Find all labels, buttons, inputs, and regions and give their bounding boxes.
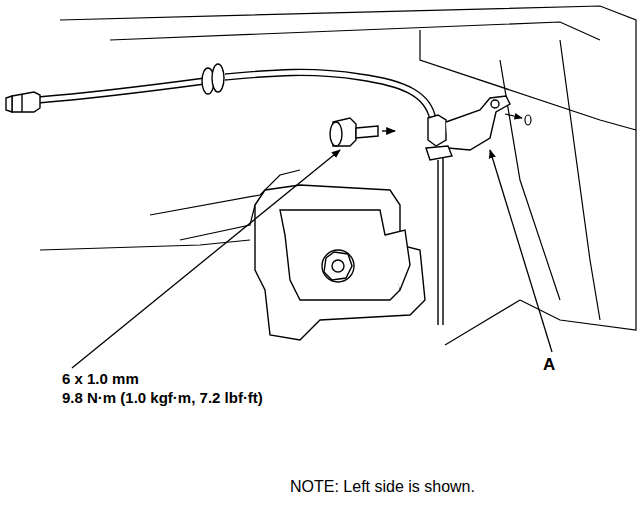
background-body	[40, 6, 636, 345]
washer	[505, 114, 531, 125]
torque-spec: 9.8 N·m (1.0 kgf·m, 7.2 lbf·ft)	[62, 389, 263, 406]
leader-lines	[72, 150, 552, 368]
grommet	[202, 64, 224, 94]
wire-harness	[38, 69, 436, 120]
callout-letter: A	[543, 355, 555, 375]
knuckle	[255, 185, 425, 340]
sensor-bracket	[426, 96, 510, 325]
connector	[6, 92, 40, 112]
bolt-size: 6 x 1.0 mm	[62, 370, 139, 387]
note-text: NOTE: Left side is shown.	[290, 478, 475, 496]
bolt	[330, 118, 395, 146]
